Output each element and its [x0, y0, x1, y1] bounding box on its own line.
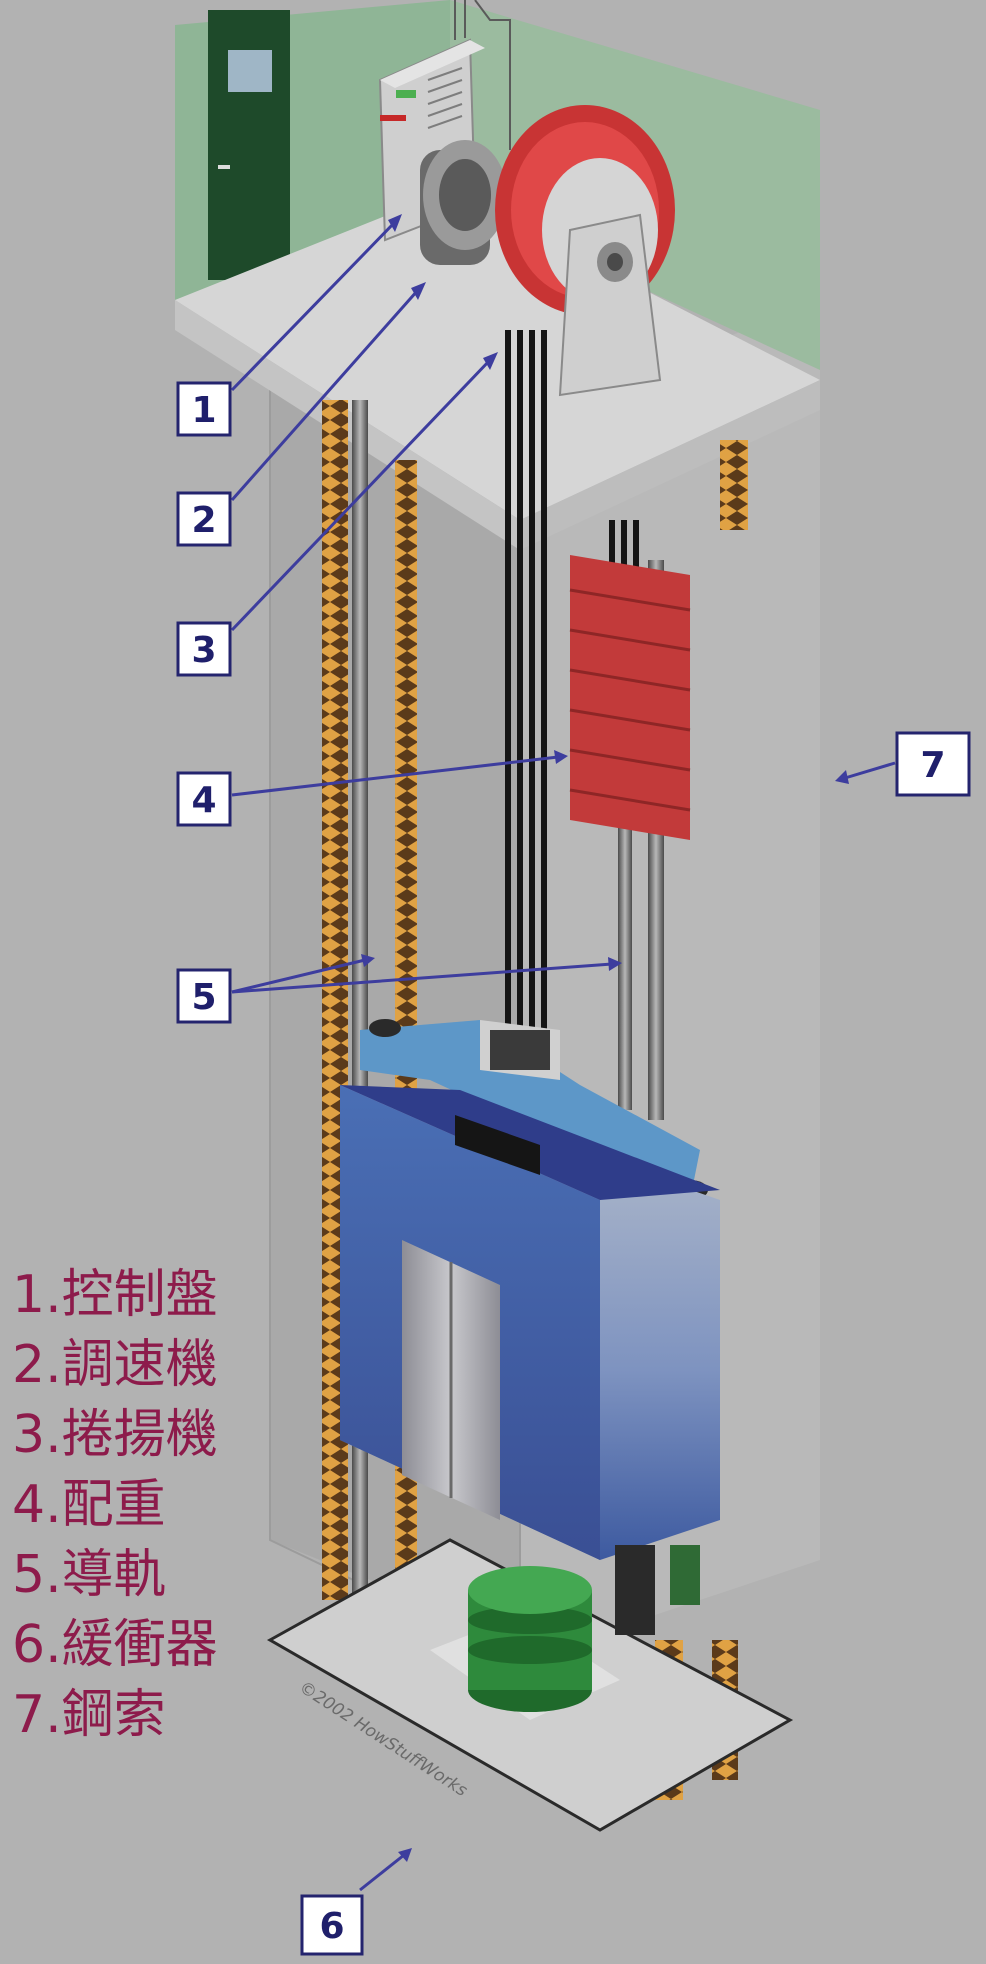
- legend-item-5: 5.導軌: [12, 1545, 166, 1605]
- callout-1: 1: [176, 381, 232, 437]
- buffer: [468, 1566, 592, 1712]
- door-window: [228, 50, 272, 92]
- callout-3: 3: [176, 621, 232, 677]
- callout-4: 4: [176, 771, 232, 827]
- callout-6-number: 6: [319, 1906, 344, 1947]
- callout-1-number: 1: [191, 390, 216, 431]
- callout-3-number: 3: [191, 630, 216, 671]
- callout-2: 2: [176, 491, 232, 547]
- hoist-machine: [420, 105, 675, 397]
- elevator-car: [340, 1085, 720, 1560]
- legend-item-6: 6.緩衝器: [12, 1615, 218, 1675]
- callout-7: 7: [895, 731, 971, 797]
- legend-item-1: 1.控制盤: [12, 1265, 218, 1325]
- legend-item-7: 7.鋼索: [12, 1685, 166, 1745]
- callout-arrows: [230, 214, 896, 1892]
- callout-6: 6: [300, 1894, 364, 1956]
- legend-item-2: 2.調速機: [12, 1335, 218, 1395]
- door-handle: [218, 165, 230, 169]
- callout-2-number: 2: [191, 500, 216, 541]
- callout-5-number: 5: [191, 977, 216, 1018]
- callout-5: 5: [176, 968, 232, 1024]
- legend-item-4: 4.配重: [12, 1475, 166, 1535]
- legend-item-3: 3.捲揚機: [12, 1405, 218, 1465]
- callout-4-number: 4: [191, 780, 216, 821]
- counterweight: [569, 555, 691, 840]
- callout-7-number: 7: [920, 745, 945, 786]
- legend: 1.控制盤 2.調速機 3.捲揚機 4.配重 5.導軌 6.緩衝器 7.鋼索: [12, 1265, 218, 1745]
